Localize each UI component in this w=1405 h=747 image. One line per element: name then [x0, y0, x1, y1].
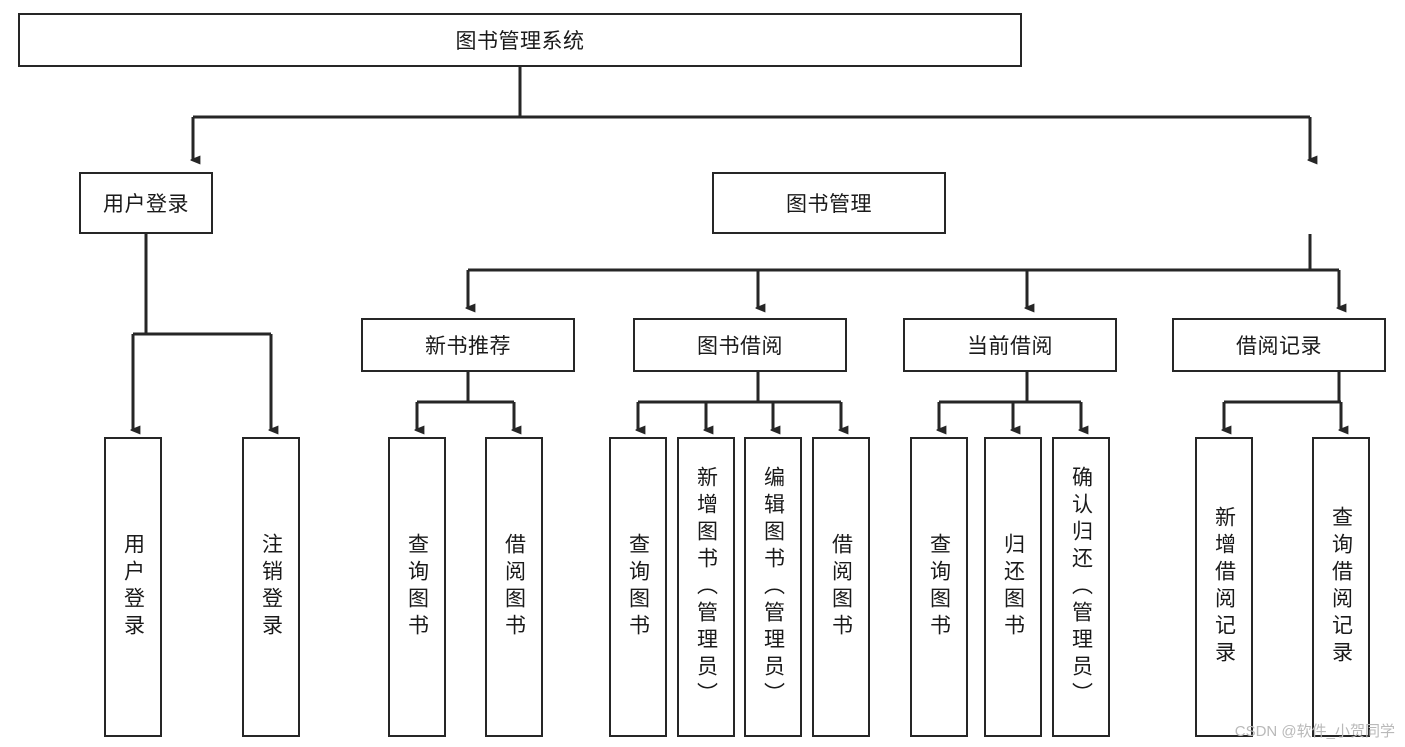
- leaf-query-book-recommend[interactable]: 查询图书: [388, 437, 446, 737]
- leaf-borrow-book-label: 借阅图书: [829, 533, 853, 641]
- leaf-return-book[interactable]: 归还图书: [984, 437, 1042, 737]
- node-root-label: 图书管理系统: [455, 30, 585, 53]
- node-user-login-label: 用户登录: [103, 193, 189, 216]
- leaf-query-book-current[interactable]: 查询图书: [910, 437, 968, 737]
- leaf-query-book-borrow[interactable]: 查询图书: [609, 437, 667, 737]
- leaf-query-book-borrow-label: 查询图书: [626, 533, 650, 641]
- node-current-borrow[interactable]: 当前借阅: [903, 318, 1117, 372]
- node-root[interactable]: 图书管理系统: [18, 13, 1022, 67]
- leaf-borrow-book-recommend[interactable]: 借阅图书: [485, 437, 543, 737]
- node-current-borrow-label: 当前借阅: [967, 335, 1053, 358]
- node-book-management-label: 图书管理: [786, 193, 872, 216]
- leaf-edit-book-admin-label: 编辑图书（管理员）: [761, 465, 785, 709]
- leaf-return-book-label: 归还图书: [1001, 533, 1025, 641]
- leaf-add-borrow-record[interactable]: 新增借阅记录: [1195, 437, 1253, 737]
- node-user-login[interactable]: 用户登录: [79, 172, 213, 234]
- node-book-borrow-label: 图书借阅: [697, 335, 783, 358]
- leaf-edit-book-admin[interactable]: 编辑图书（管理员）: [744, 437, 802, 737]
- leaf-user-login-label: 用户登录: [121, 533, 145, 641]
- leaf-borrow-book[interactable]: 借阅图书: [812, 437, 870, 737]
- node-new-book-recommend[interactable]: 新书推荐: [361, 318, 575, 372]
- leaf-logout-label: 注销登录: [259, 533, 283, 641]
- leaf-borrow-book-recommend-label: 借阅图书: [502, 533, 526, 641]
- leaf-user-login[interactable]: 用户登录: [104, 437, 162, 737]
- node-borrow-record-label: 借阅记录: [1236, 335, 1322, 358]
- leaf-logout[interactable]: 注销登录: [242, 437, 300, 737]
- leaf-add-borrow-record-label: 新增借阅记录: [1212, 506, 1236, 668]
- leaf-query-book-recommend-label: 查询图书: [405, 533, 429, 641]
- leaf-add-book-admin-label: 新增图书（管理员）: [694, 465, 718, 709]
- node-book-borrow[interactable]: 图书借阅: [633, 318, 847, 372]
- node-borrow-record[interactable]: 借阅记录: [1172, 318, 1386, 372]
- leaf-confirm-return-admin-label: 确认归还（管理员）: [1069, 465, 1093, 709]
- leaf-query-book-current-label: 查询图书: [927, 533, 951, 641]
- watermark: CSDN @软件_小贺同学: [1234, 723, 1395, 740]
- leaf-query-borrow-record[interactable]: 查询借阅记录: [1312, 437, 1370, 737]
- node-book-management[interactable]: 图书管理: [712, 172, 946, 234]
- leaf-add-book-admin[interactable]: 新增图书（管理员）: [677, 437, 735, 737]
- node-new-book-recommend-label: 新书推荐: [425, 335, 511, 358]
- leaf-query-borrow-record-label: 查询借阅记录: [1329, 506, 1353, 668]
- leaf-confirm-return-admin[interactable]: 确认归还（管理员）: [1052, 437, 1110, 737]
